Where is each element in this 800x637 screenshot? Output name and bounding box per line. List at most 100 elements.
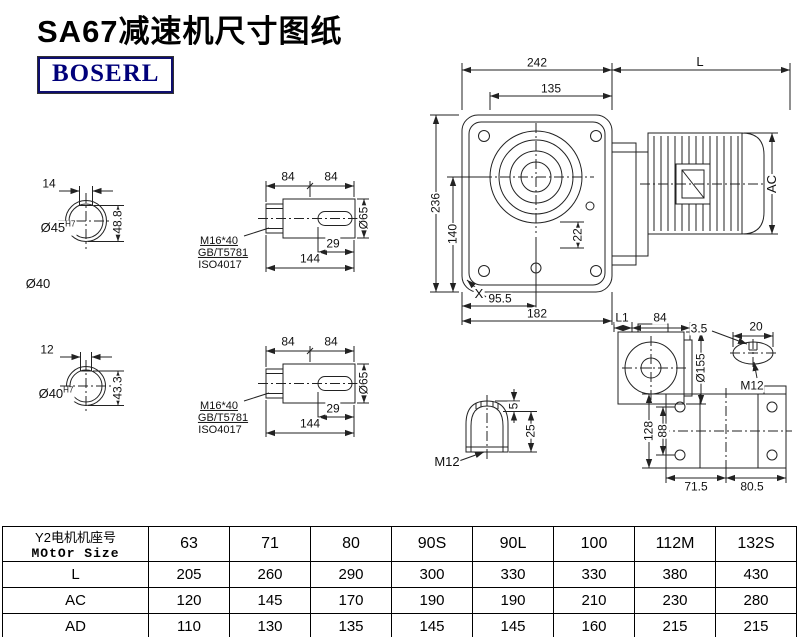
dim-dia-155: Ø155 bbox=[693, 352, 708, 384]
value-cell: 110 bbox=[148, 613, 230, 637]
dim-dia-65-1: Ø65 bbox=[356, 205, 371, 231]
dim-84-a1: 84 bbox=[280, 169, 296, 184]
dim-5: 5 bbox=[506, 401, 521, 411]
shaft-side-view-2 bbox=[243, 346, 369, 437]
row-label: L bbox=[2, 561, 149, 588]
value-cell: 210 bbox=[553, 587, 635, 614]
dim-3-5: 3.5 bbox=[689, 321, 709, 336]
bore-45-tolerance: H7 bbox=[65, 219, 76, 229]
value-cell: 280 bbox=[715, 587, 797, 614]
frame-size-cell: 100 bbox=[553, 526, 635, 562]
boserl-logo: BOSERL bbox=[38, 57, 174, 93]
side-view bbox=[613, 322, 776, 405]
value-cell: 205 bbox=[148, 561, 230, 588]
front-view bbox=[430, 63, 791, 325]
shaft-side-view-1 bbox=[243, 181, 369, 272]
frame-size-cell: 71 bbox=[229, 526, 311, 562]
dim-242: 242 bbox=[525, 55, 549, 70]
dim-25: 25 bbox=[523, 423, 538, 439]
label-x: X bbox=[473, 285, 485, 302]
value-cell: 215 bbox=[634, 613, 716, 637]
dim-144-1: 144 bbox=[298, 251, 322, 266]
dim-L1: L1 bbox=[614, 310, 630, 325]
row-label: AC bbox=[2, 587, 149, 614]
value-cell: 330 bbox=[553, 561, 635, 588]
key-end-view bbox=[458, 389, 537, 462]
dim-84-side: 84 bbox=[652, 310, 668, 325]
frame-size-cell: 90L bbox=[472, 526, 554, 562]
spec-gb-1: GB/T5781 bbox=[197, 246, 249, 259]
motor-size-table: Y2电机机座号 MOtOr Size 63 71 80 90S 90L 100 … bbox=[2, 526, 797, 637]
frame-size-cell: 112M bbox=[634, 526, 716, 562]
value-cell: 190 bbox=[472, 587, 554, 614]
value-cell: 145 bbox=[472, 613, 554, 637]
dim-keyway-14: 14 bbox=[41, 176, 57, 191]
dim-84-b2: 84 bbox=[323, 334, 339, 349]
dim-29-2: 29 bbox=[325, 401, 341, 416]
dim-80-5: 80.5 bbox=[739, 479, 765, 494]
header-cn: Y2电机机座号 bbox=[35, 530, 116, 545]
dim-29-1: 29 bbox=[325, 236, 341, 251]
value-cell: 380 bbox=[634, 561, 716, 588]
dim-84-b1: 84 bbox=[323, 169, 339, 184]
value-cell: 135 bbox=[310, 613, 392, 637]
spec-thread-2: M16*40 bbox=[200, 399, 238, 412]
value-cell: 130 bbox=[229, 613, 311, 637]
table-row-L: L 205 260 290 300 330 330 380 430 bbox=[2, 561, 797, 588]
dim-height-48-8: 48.8 bbox=[110, 209, 125, 235]
bore-40-tolerance: H7 bbox=[63, 385, 74, 395]
value-cell: 170 bbox=[310, 587, 392, 614]
dim-128: 128 bbox=[641, 419, 656, 443]
label-bore-40: Ø40H7 bbox=[37, 385, 75, 402]
header-motor-size: Y2电机机座号 MOtOr Size bbox=[2, 526, 149, 562]
dim-182: 182 bbox=[525, 306, 549, 321]
bore-45-value: Ø45 bbox=[40, 220, 66, 236]
dim-84-a2: 84 bbox=[280, 334, 296, 349]
logo-text: BOSERL bbox=[52, 60, 160, 87]
value-cell: 330 bbox=[472, 561, 554, 588]
value-cell: 120 bbox=[148, 587, 230, 614]
dim-144-2: 144 bbox=[298, 416, 322, 431]
frame-size-cell: 63 bbox=[148, 526, 230, 562]
dim-height-43-3: 43.3 bbox=[110, 375, 125, 401]
value-cell: 300 bbox=[391, 561, 473, 588]
row-label: AD bbox=[2, 613, 149, 637]
dim-236: 236 bbox=[428, 191, 443, 215]
dim-AC: AC bbox=[763, 173, 780, 195]
dim-71-5: 71.5 bbox=[683, 479, 709, 494]
dim-20: 20 bbox=[748, 319, 764, 334]
table-row-AC: AC 120 145 170 190 190 210 230 280 bbox=[2, 587, 797, 614]
bore-40-value: Ø40 bbox=[38, 386, 64, 402]
dim-95-5: 95.5 bbox=[487, 291, 513, 306]
label-bore-45: Ø45H7 bbox=[39, 219, 77, 236]
table-header-row: Y2电机机座号 MOtOr Size 63 71 80 90S 90L 100 … bbox=[2, 526, 797, 562]
value-cell: 160 bbox=[553, 613, 635, 637]
dim-88: 88 bbox=[655, 423, 670, 439]
frame-size-cell: 132S bbox=[715, 526, 797, 562]
bottom-view bbox=[642, 385, 792, 483]
value-cell: 145 bbox=[391, 613, 473, 637]
label-m12-key: M12 bbox=[433, 453, 461, 470]
value-cell: 215 bbox=[715, 613, 797, 637]
frame-size-cell: 80 bbox=[310, 526, 392, 562]
dim-135: 135 bbox=[539, 81, 563, 96]
spec-iso-2: ISO4017 bbox=[198, 423, 242, 436]
spec-gb-2: GB/T5781 bbox=[197, 411, 249, 424]
end-view-shaft-40 bbox=[60, 352, 124, 412]
label-m12-side: M12 bbox=[739, 378, 765, 393]
dim-dia-65-2: Ø65 bbox=[356, 370, 371, 396]
spec-thread-1: M16*40 bbox=[200, 234, 238, 247]
table-row-AD: AD 110 130 135 145 145 160 215 215 bbox=[2, 613, 797, 637]
frame-size-cell: 90S bbox=[391, 526, 473, 562]
value-cell: 430 bbox=[715, 561, 797, 588]
dim-keyway-12: 12 bbox=[39, 342, 55, 357]
value-cell: 290 bbox=[310, 561, 392, 588]
value-cell: 190 bbox=[391, 587, 473, 614]
header-en: MOtOr Size bbox=[31, 546, 120, 561]
value-cell: 230 bbox=[634, 587, 716, 614]
label-dia-40: Ø40 bbox=[24, 275, 52, 292]
dim-140: 140 bbox=[445, 222, 460, 246]
value-cell: 145 bbox=[229, 587, 311, 614]
